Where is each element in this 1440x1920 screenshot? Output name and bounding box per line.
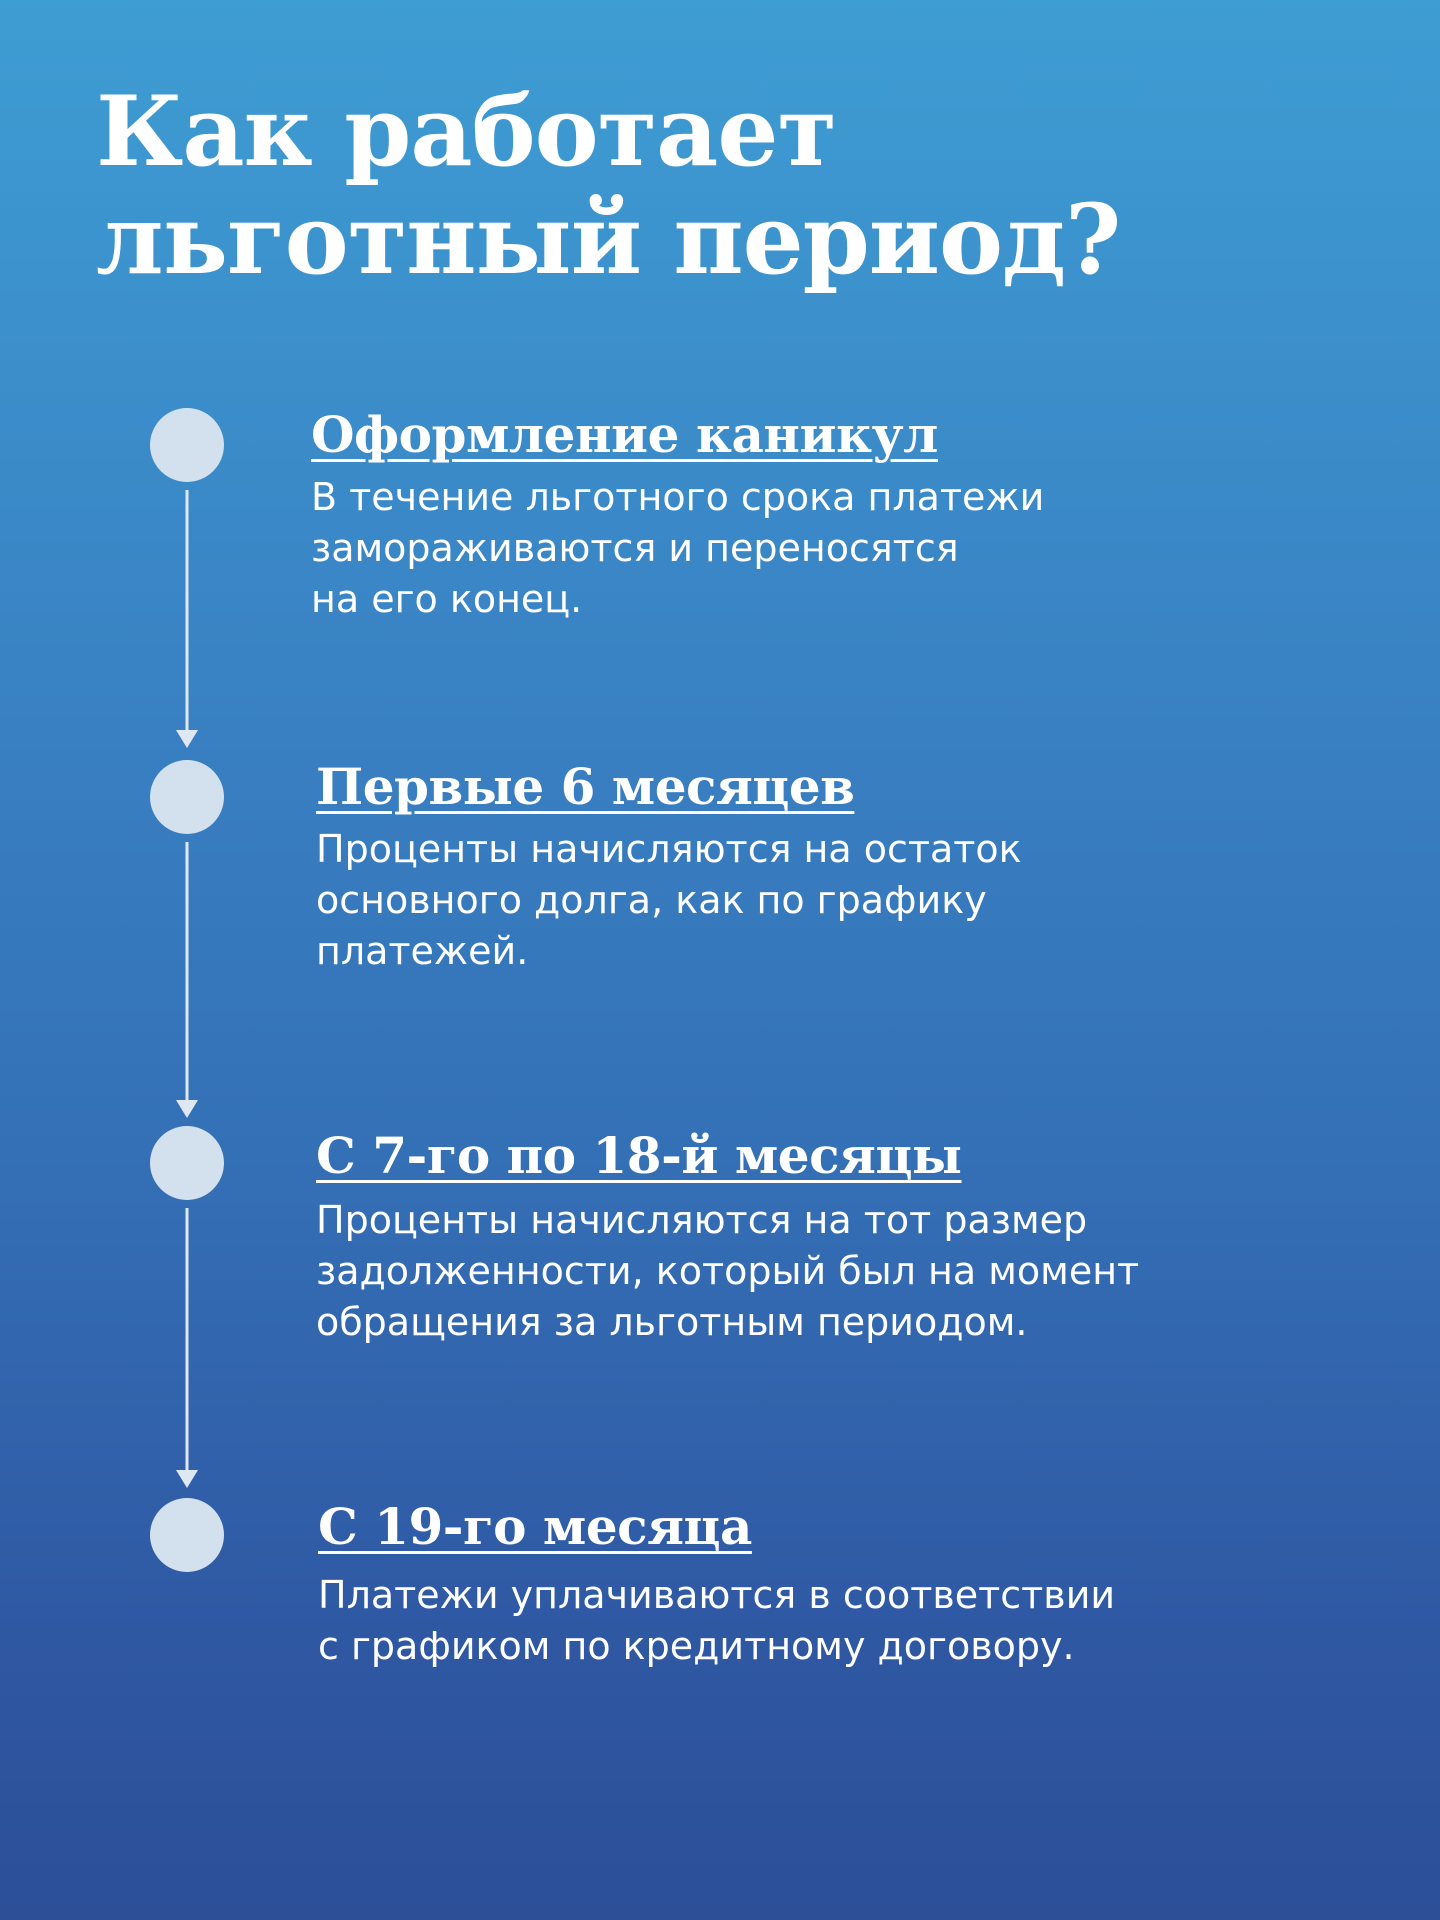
step-description: Проценты начисляются на остаток основног… [316,824,1022,977]
arrow-down-icon [176,1470,198,1488]
step-marker-3 [150,1126,224,1200]
step-description-line: основного долга, как по графику [316,878,987,922]
arrow-down-icon [176,730,198,748]
step-marker-2 [150,760,224,834]
step-heading: С 19-го месяца [318,1497,752,1556]
timeline-arrowheads [176,730,198,1488]
step-heading: С 7-го по 18-й месяцы [316,1126,962,1185]
step-description-line: Проценты начисляются на тот размер [316,1198,1088,1242]
step-description-line: В течение льготного срока платежи [311,475,1045,519]
step-description: Платежи уплачиваются в соответствии с гр… [318,1570,1115,1672]
step-description-line: задолженности, который был на момент [316,1249,1140,1293]
page-title-line-2: льготный период? [96,183,1121,296]
page-title-line-1: Как работает [96,75,837,188]
step-heading: Оформление каникул [311,405,938,464]
step-description-line: Платежи уплачиваются в соответствии [318,1573,1116,1617]
step-description: В течение льготного срока платежи замора… [311,472,1044,625]
arrow-down-icon [176,1100,198,1118]
step-description-line: на его конец. [311,577,583,621]
step-description-line: Проценты начисляются на остаток [316,827,1022,871]
step-marker-4 [150,1498,224,1572]
step-description-line: с графиком по кредитному договору. [318,1624,1075,1668]
step-heading: Первые 6 месяцев [316,757,855,816]
timeline-markers [150,408,224,1572]
step-description-line: замораживаются и переносятся [311,526,959,570]
step-description-line: платежей. [316,929,529,973]
step-marker-1 [150,408,224,482]
page-title: Как работает льготный период? [96,75,1121,296]
step-description-line: обращения за льготным периодом. [316,1300,1028,1344]
step-description: Проценты начисляются на тот размер задол… [316,1195,1139,1348]
